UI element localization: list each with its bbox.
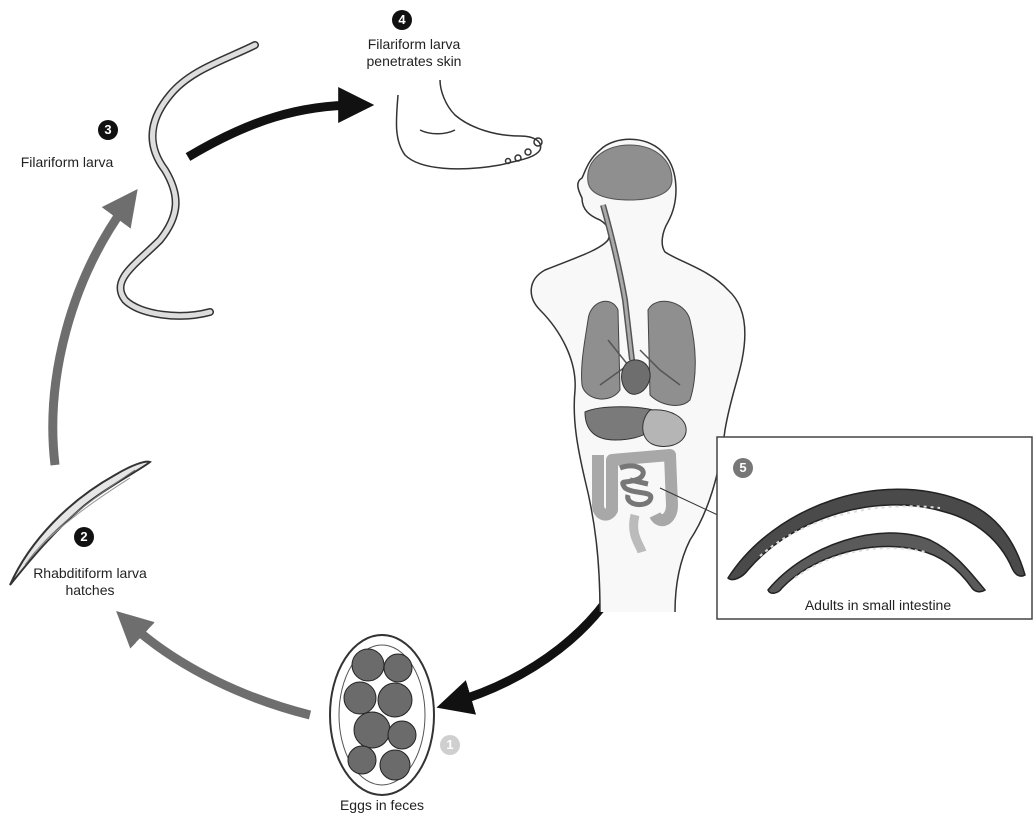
human-body-illustration: [531, 139, 745, 612]
step-label-eggs-in-feces: Eggs in feces: [322, 797, 442, 814]
step-number-badge-1: 1: [440, 735, 460, 755]
arrow-filariform-to-skin: [188, 105, 358, 157]
filariform-larva-illustration: [120, 45, 255, 316]
arrow-eggs-to-rhabditiform: [128, 622, 310, 715]
step-label-adults: Adults in small intestine: [768, 597, 988, 614]
step-number-badge-4: 4: [392, 10, 412, 30]
foot-illustration: [396, 80, 542, 169]
egg-illustration: [330, 635, 434, 795]
step-label-filariform-larva: Filariform larva: [2, 154, 132, 171]
step-number-badge-3: 3: [98, 120, 118, 140]
step-label-rhabditiform-larva: Rhabditiform larva hatches: [15, 565, 165, 599]
arrow-rhabditiform-to-filariform: [53, 202, 128, 465]
step-label-penetrates-skin: Filariform larva penetrates skin: [350, 36, 478, 70]
right-lung: [648, 301, 695, 405]
step-number-badge-5: 5: [733, 458, 753, 478]
adults-inset-box: [717, 437, 1032, 619]
step-number-badge-2: 2: [74, 527, 94, 547]
